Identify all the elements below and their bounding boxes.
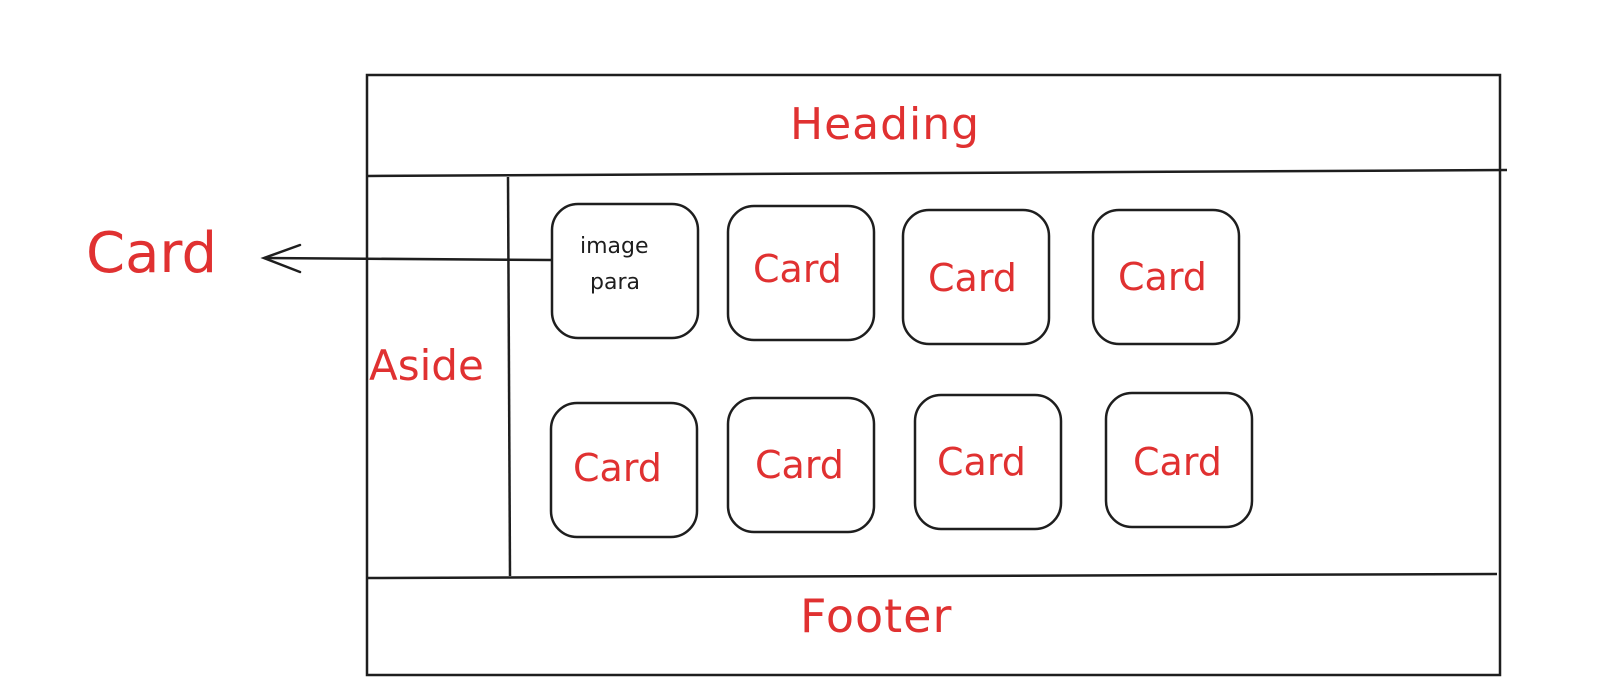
card-label-6: Card [755,443,844,487]
card-label-8: Card [1133,440,1222,484]
card-image-text: image [580,234,649,259]
card-box-1 [550,202,700,340]
card-label-7: Card [937,440,1026,484]
card-callout-label: Card [86,221,218,286]
footer-label: Footer [800,589,953,643]
aside-label: Aside [369,341,484,390]
card-label-2: Card [753,247,842,291]
card-box-3 [901,208,1051,346]
card-label-5: Card [573,446,662,490]
card-para-text: para [590,270,640,295]
callout-arrow-line [263,256,553,262]
card-label-3: Card [928,256,1017,300]
header-divider [366,168,1508,178]
card-box-8 [1104,391,1254,529]
card-label-4: Card [1118,255,1207,299]
footer-divider [366,572,1498,580]
card-box-2 [726,204,876,342]
callout-arrow-head [260,243,302,274]
card-box-5 [549,401,699,539]
outer-frame [365,73,1502,677]
aside-divider [506,176,512,577]
card-box-6 [726,396,876,534]
heading-label: Heading [790,99,981,150]
card-box-7 [913,393,1063,531]
card-box-4 [1091,208,1241,346]
